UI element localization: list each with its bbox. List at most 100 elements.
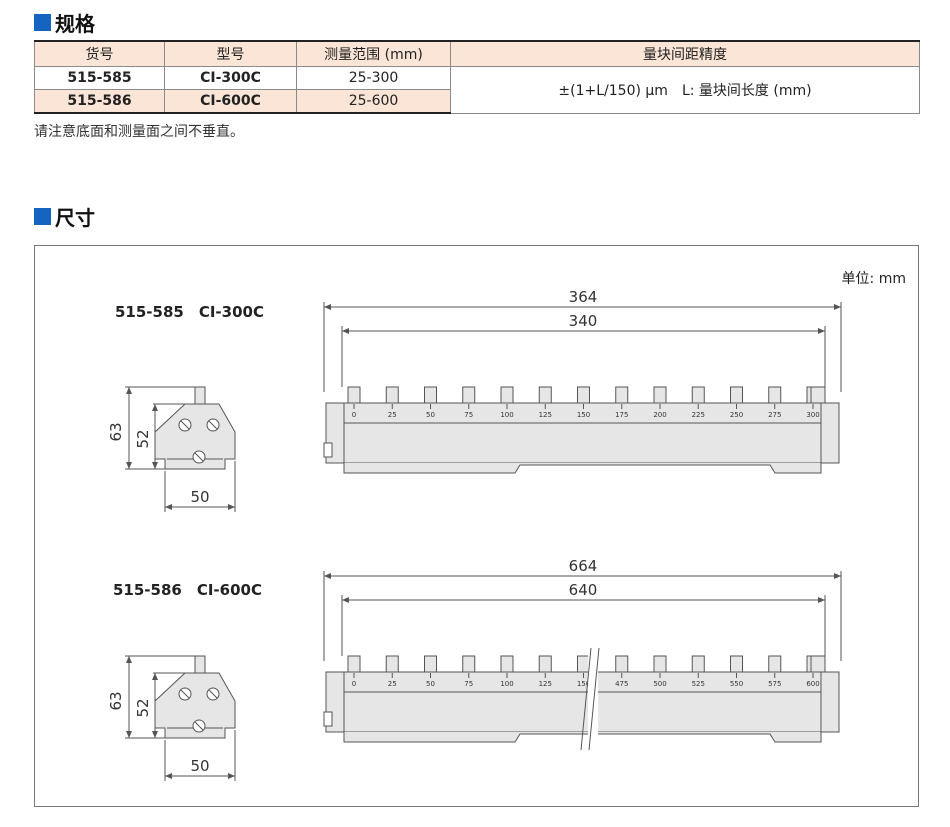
gauge-lug (653, 655, 667, 673)
header-range: 测量范围 (mm) (296, 40, 451, 67)
cell-accuracy: ±(1+L/150) μm L: 量块间长度 (mm) (450, 66, 920, 114)
end-knob (323, 442, 333, 458)
square-bullet-icon (34, 208, 51, 225)
unit-label: 单位: mm (841, 271, 906, 287)
gauge-lug (730, 655, 743, 673)
gauge-lug (615, 386, 629, 404)
gauge-lug (347, 655, 361, 673)
cell-range: 25-600 (296, 89, 451, 114)
scale-label: 225 (692, 411, 705, 419)
screw-slot (180, 420, 190, 430)
arrow-head (126, 387, 132, 394)
scale-label: 25 (388, 411, 397, 419)
model-label-1: 515-585 CI-300C (115, 303, 264, 321)
arrow-head (324, 573, 331, 579)
table-row: 515-586 CI-600C 25-600 (34, 89, 920, 114)
gauge-lug (500, 655, 514, 673)
gauge-lug (577, 386, 590, 404)
dim-length-total-label: 364 (569, 288, 598, 306)
scale-label: 150 (577, 680, 590, 688)
gauge-lug (424, 386, 437, 404)
scale-label: 125 (539, 680, 552, 688)
arrow-head (818, 328, 825, 334)
arrow-head (165, 504, 172, 510)
gauge-lug (730, 386, 743, 404)
spec-table: 货号 型号 测量范围 (mm) 量块间距精度 515-585 CI-300C 2… (34, 40, 920, 114)
scale-label: 75 (464, 411, 473, 419)
square-bullet-icon (34, 14, 51, 31)
gauge-lug (810, 655, 826, 673)
scale-label: 0 (352, 411, 356, 419)
arrow-head (818, 597, 825, 603)
scale-label: 100 (500, 680, 513, 688)
arrow-head (834, 304, 841, 310)
dim-width-label: 50 (190, 488, 209, 506)
end-view-post (194, 655, 206, 674)
dimensions-frame: 单位: mm 515-585 CI-300C 515-586 CI-600C 6… (34, 245, 919, 807)
gauge-lug (424, 655, 437, 673)
arrow-head (342, 597, 349, 603)
break-line (588, 647, 600, 751)
arrow-head (152, 404, 158, 411)
gauge-lug (538, 655, 552, 673)
header-code: 货号 (34, 40, 165, 67)
screw-slot (180, 689, 190, 699)
cell-model: CI-600C (164, 89, 297, 114)
arrow-head (126, 462, 132, 469)
arrow-head (228, 504, 235, 510)
spec-note: 请注意底面和测量面之间不垂直。 (34, 124, 244, 140)
scale-label: 25 (388, 680, 397, 688)
gauge-lug (462, 655, 476, 673)
gauge-lug (385, 386, 399, 404)
arrow-head (126, 656, 132, 663)
gauge-lug (691, 655, 705, 673)
dim-height-total-label: 63 (107, 422, 125, 441)
gauge-lug (691, 386, 705, 404)
screw-slot (194, 721, 204, 731)
model-label-2: 515-586 CI-600C (113, 581, 262, 599)
arrow-head (152, 731, 158, 738)
scale-label: 275 (768, 411, 781, 419)
scale-label: 75 (464, 680, 473, 688)
scale-label: 50 (426, 411, 435, 419)
scale-label: 100 (500, 411, 513, 419)
gauge-body (325, 671, 840, 733)
gauge-lug (577, 655, 590, 673)
gauge-lug (810, 386, 826, 404)
break-line (580, 647, 592, 751)
scale-label: 300 (806, 411, 819, 419)
gauge-lug (500, 386, 514, 404)
arrow-head (324, 304, 331, 310)
table-row: 515-585 CI-300C 25-300 ±(1+L/150) μm L: … (34, 66, 920, 114)
gauge-base (343, 732, 822, 743)
arrow-head (126, 731, 132, 738)
gauge-lug (385, 655, 399, 673)
gauge-lug (768, 655, 782, 673)
gauge-lug (538, 386, 552, 404)
gauge-lug (768, 386, 782, 404)
end-view-post (194, 386, 206, 405)
scale-label: 175 (615, 411, 628, 419)
header-accuracy: 量块间距精度 (450, 40, 920, 67)
screw-slot (194, 452, 204, 462)
arrow-head (152, 462, 158, 469)
spec-section-title: 规格 (34, 8, 95, 37)
header-model: 型号 (164, 40, 297, 67)
scale-label: 600 (806, 680, 819, 688)
screw-slot (208, 689, 218, 699)
dim-height-body-label: 52 (134, 429, 152, 448)
dim-height-total-label: 63 (107, 691, 125, 710)
screw-slot (208, 420, 218, 430)
arrow-head (834, 573, 841, 579)
scale-label: 250 (730, 411, 743, 419)
gauge-base (343, 463, 822, 474)
scale-label: 525 (692, 680, 705, 688)
spec-header-row: 货号 型号 测量范围 (mm) 量块间距精度 (34, 40, 920, 67)
break-gap (588, 650, 598, 750)
dim-height-body-label: 52 (134, 698, 152, 717)
scale-label: 575 (768, 680, 781, 688)
dimensions-section-title: 尺寸 (34, 202, 95, 231)
scale-label: 150 (577, 411, 590, 419)
arrow-head (165, 773, 172, 779)
